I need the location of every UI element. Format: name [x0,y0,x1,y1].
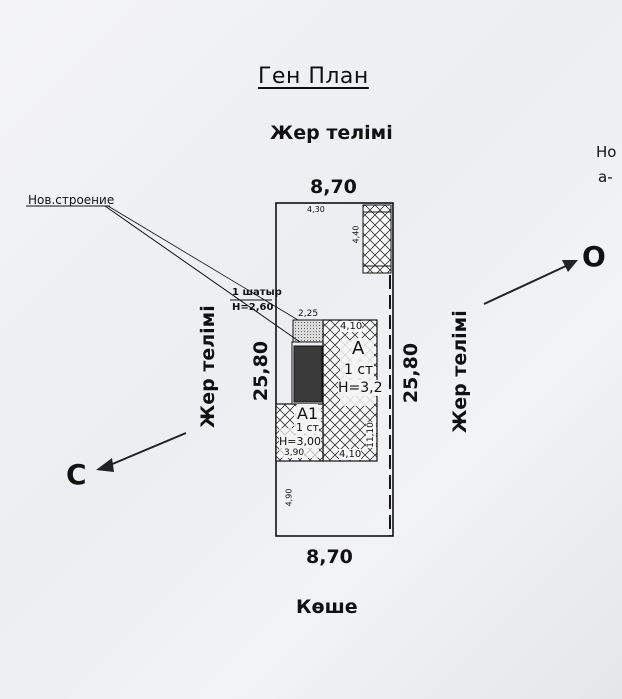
south-arrow-line [109,432,187,466]
bottom-width-dimension: 8,70 [306,546,353,568]
building-a1-height: H=3,00 [279,435,321,448]
right-block-dim: 4,40 [351,225,361,244]
north-label: О [582,240,606,273]
north-arrowhead [562,260,578,272]
building-a-dim-top: 4,10 [340,321,363,332]
plan-title: Ген План [258,64,369,89]
building-a-height: H=3,2 [338,380,383,396]
leader-line [104,205,301,343]
building-a1-floors: 1 ст [296,421,319,434]
side-note-line2: а- [598,168,613,186]
new-building [293,345,323,403]
top-strip-dim: 4,30 [307,205,325,214]
building-a-dim-bottom: 4,10 [339,449,362,460]
side-note-line1: Но [596,143,617,161]
street-label: Көше [296,596,358,618]
building-a-floors: 1 ст [344,362,374,378]
south-label: С [66,458,87,491]
annex-shed [292,319,324,343]
bottom-side-dim: 4,90 [284,488,294,507]
north-arrow-line [483,265,567,305]
building-a-dim-side: 11,10 [365,422,376,448]
small-outbuilding [362,204,392,274]
shed-name: 1 шатыр [232,287,282,298]
south-arrowhead [96,458,114,472]
top-neighbor-label: Жер телімі [270,122,393,144]
building-a-letter: А [352,338,365,359]
annex-dim: 2,25 [298,309,319,319]
shed-height: H=2,60 [232,302,274,313]
top-width-dimension: 8,70 [310,176,357,198]
building-a1-letter: А1 [297,404,319,423]
new-building-label: Нов.строение [28,193,115,207]
plot-boundary [275,202,394,537]
building-a1-dim-bottom: 3,90 [284,448,305,458]
